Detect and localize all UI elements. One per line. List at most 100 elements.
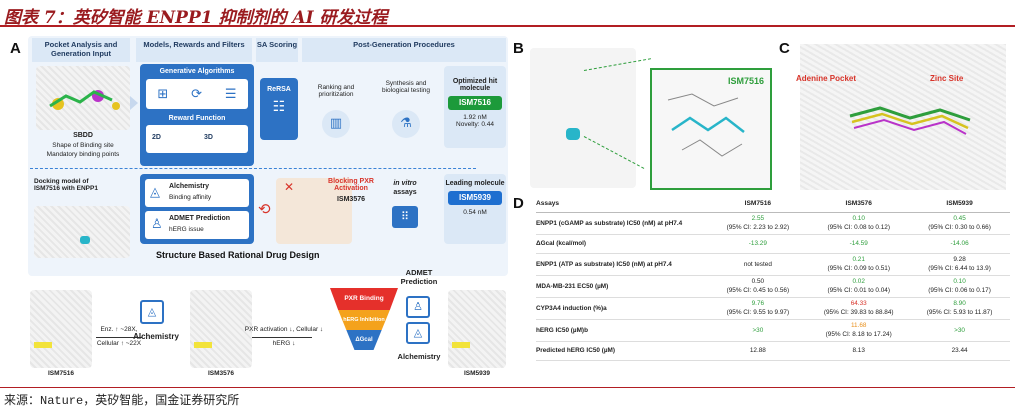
- panel-letter-d: D: [513, 195, 524, 212]
- lead-ic: 0.54 nM: [463, 209, 487, 216]
- value-cell: 0.45 (95% CI: 0.30 to 0.66): [909, 212, 1010, 235]
- adenine-label: Adenine Pocket: [796, 74, 857, 83]
- cell-ci: (95% CI: 5.93 to 11.87): [926, 309, 993, 316]
- reward-function-label: Reward Function: [168, 115, 226, 122]
- table-header-row: Assays ISM7516 ISM3576 ISM5939: [536, 196, 1010, 213]
- assay-name-cell: ENPP1 (cGAMP as substrate) IC50 (nM) at …: [536, 212, 708, 235]
- cell-ci: (95% CI: 9.55 to 9.97): [726, 309, 790, 316]
- panel-letter-a: A: [10, 40, 21, 57]
- table-row: Predicted hERG IC50 (µM) 12.88 8.13 23.44: [536, 341, 1010, 361]
- value-cell: -13.29: [707, 234, 809, 254]
- value-cell: 8.90 (95% CI: 5.93 to 11.87): [909, 297, 1010, 320]
- arrow-line-2: [252, 337, 312, 338]
- highlight-group: [452, 342, 470, 348]
- value-cell: 0.02(95% CI: 0.01 to 0.04): [808, 275, 910, 298]
- flask-icon: ⚗: [392, 110, 420, 138]
- table-body: ENPP1 (cGAMP as substrate) IC50 (nM) at …: [536, 212, 1010, 361]
- assay-name-cell: hERG IC50 (µM)b: [536, 319, 708, 342]
- cell-value: 0.21: [852, 256, 865, 263]
- cell-value: 8.13: [852, 347, 865, 354]
- pxr-protein-image: ✕: [276, 178, 352, 244]
- assay-name-cell: ENPP1 (ATP as substrate) IC50 (nM) at pH…: [536, 253, 708, 276]
- bar-chart-icon: ▥: [322, 110, 350, 138]
- block-x-icon: ✕: [284, 180, 295, 194]
- cellular-change: Cellular ↑ ~22X: [96, 340, 142, 347]
- ligand-blob: [566, 128, 580, 140]
- sbdd-title: SBDD: [73, 132, 93, 139]
- col-ism3576: ISM3576: [808, 196, 910, 213]
- blocking-name: ISM3576: [336, 196, 366, 203]
- cell-ci: (95% CI: 8.18 to 17.24): [825, 331, 892, 338]
- leading-molecule-box: Leading molecule ISM5939 0.54 nM: [444, 174, 506, 244]
- panel-c-image: Adenine Pocket Zinc Site: [796, 44, 1006, 190]
- binding-affinity-label: Binding affinity: [169, 194, 212, 201]
- dashed-connector: [30, 168, 476, 169]
- cell-value: 11.68: [850, 322, 867, 329]
- cell-ci: (95% CI: 39.83 to 88.84): [823, 309, 894, 316]
- value-cell: 0.10(95% CI: 0.06 to 0.17): [909, 275, 1010, 298]
- alchemistry-right-icon: ◬: [406, 322, 430, 344]
- docking-label: Docking model of ISM7516 with ENPP1: [34, 178, 98, 192]
- ranking-label: Ranking and prioritization: [317, 84, 355, 98]
- zinc-label: Zinc Site: [930, 74, 964, 83]
- assay-name-cell: Predicted hERG IC50 (µM): [536, 341, 708, 361]
- cell-ci: (95% CI: 0.30 to 0.66): [928, 224, 991, 231]
- value-cell: 8.13: [808, 341, 910, 361]
- triangle-icon: ◬: [150, 185, 160, 200]
- cell-value: 9.76: [751, 300, 765, 307]
- value-cell: 2.55(95% CI: 2.23 to 2.92): [707, 212, 809, 235]
- col-ism7516: ISM7516: [707, 196, 809, 213]
- funnel-gcal: ΔGcal: [346, 330, 382, 350]
- value-cell: 9.28(95% CI: 6.44 to 13.9): [909, 253, 1010, 276]
- layers-icon: ☰: [224, 86, 237, 102]
- alchemistry-label: Alchemistry: [169, 183, 210, 190]
- label-3d: 3D: [204, 134, 213, 141]
- cell-value: 0.10: [852, 215, 865, 222]
- cell-value: 2.55: [751, 215, 765, 222]
- network-icon: ⊞: [157, 86, 169, 102]
- optimized-hit-box: Optimized hit molecule ISM7516 1.92 nM N…: [444, 66, 506, 148]
- cell-value: 0.45: [953, 215, 966, 222]
- cell-value: 0.10: [953, 278, 966, 285]
- sbdd-ligand-graphic: [49, 90, 120, 110]
- filter-funnel: PXR Binding hERG Inhibition ΔGcal: [330, 288, 398, 352]
- inset-ligand-graphic: [667, 93, 745, 157]
- assays-label: assays: [393, 189, 417, 196]
- hit-ic: 1.92 nM: [463, 114, 487, 121]
- footer-rule: [0, 387, 1015, 388]
- col-assays: Assays: [536, 196, 708, 213]
- panel-b-protein: [530, 48, 636, 188]
- mol-ism5939-structure: [448, 290, 506, 368]
- panel-letter-c: C: [779, 40, 790, 57]
- cell-value: 8.90: [953, 300, 966, 307]
- arrow-to-models: [130, 96, 138, 110]
- value-cell: 0.50(95% CI: 0.45 to 0.56): [707, 275, 809, 298]
- value-cell: 23.44: [909, 341, 1010, 361]
- blocking-label: Blocking PXR Activation: [328, 178, 374, 192]
- mol2-label: ISM3576: [207, 370, 235, 377]
- header-models: Models, Rewards and Filters: [136, 38, 252, 62]
- value-cell: 12.88: [707, 341, 809, 361]
- value-cell: 64.33(95% CI: 39.83 to 88.84): [808, 297, 910, 320]
- value-cell: -14.59: [808, 234, 910, 254]
- figure-title-bar: 图表 7：英矽智能 ENPP1 抑制剂的 AI 研发过程: [0, 0, 1015, 28]
- arrow-line-1: [96, 337, 142, 338]
- ligand-marker: [80, 236, 90, 244]
- col-ism5939: ISM5939: [909, 196, 1010, 213]
- in-vitro-label: in vitro: [393, 180, 417, 187]
- admet-person-icon: ♙: [406, 296, 430, 318]
- cell-value: 23.44: [951, 347, 968, 354]
- rersa-label: ReRSA: [267, 86, 291, 93]
- cell-ci: (95% CI: 0.09 to 0.51): [827, 265, 890, 272]
- table-row: ΔGcal (kcal/mol)-13.29-14.59-14.06: [536, 234, 1010, 254]
- cell-value: 12.88: [749, 347, 766, 354]
- person-icon: ♙: [151, 217, 163, 232]
- sbdd-line2: Mandatory binding points: [46, 151, 120, 158]
- cell-value: -14.59: [849, 240, 868, 247]
- refresh-icon: ⟲: [258, 200, 271, 218]
- sliders-icon: ☷: [272, 99, 286, 115]
- docking-image: [34, 206, 130, 258]
- value-cell: -14.06: [909, 234, 1010, 254]
- admet-label: ADMET Prediction: [169, 215, 231, 222]
- value-cell: 0.10(95% CI: 0.08 to 0.12): [808, 212, 910, 235]
